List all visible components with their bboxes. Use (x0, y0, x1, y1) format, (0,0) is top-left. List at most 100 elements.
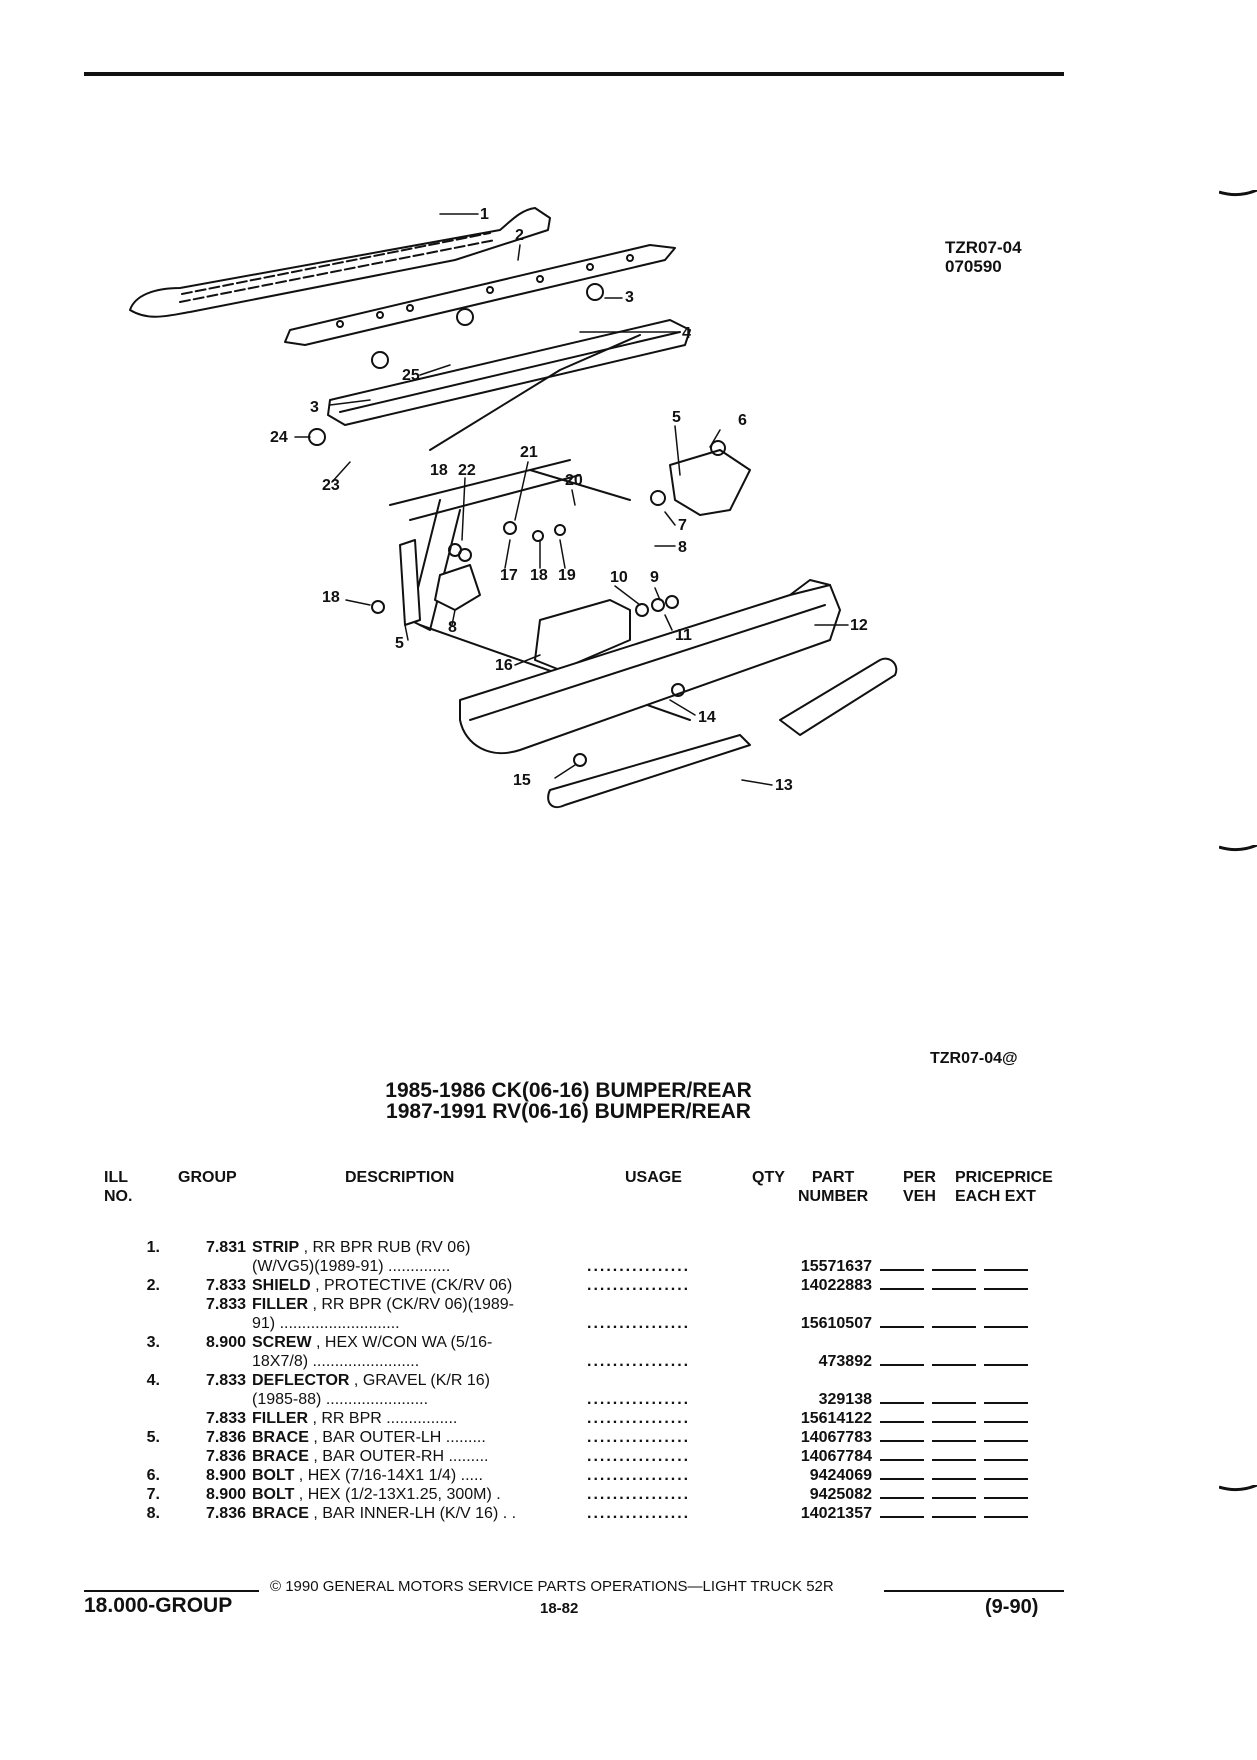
cell-ill-no: 1. (146, 1239, 160, 1256)
leader-lines (294, 213, 849, 786)
cell-description: 18X7/8) ........................ (252, 1352, 587, 1371)
diagram-svg: 1 2 3 4 5 6 7 8 9 10 11 12 13 14 15 16 1… (129, 206, 898, 809)
cell-group (166, 1257, 252, 1276)
part-detail: , BAR OUTER-RH ......... (308, 1448, 489, 1465)
price-blank-line (984, 1428, 1028, 1442)
part-name: BRACE (252, 1505, 309, 1522)
price-blank-line (932, 1504, 976, 1518)
callout-8a: 8 (678, 539, 687, 556)
cell-price-blanks (872, 1314, 1028, 1333)
part-brace-outer-rh (669, 449, 751, 516)
cell-group: 7.831 (205, 1239, 246, 1256)
part-detail: , HEX (1/2-13X1.25, 300M) . (294, 1486, 501, 1503)
cell-group (166, 1314, 252, 1333)
cell-group: 7.836 (205, 1448, 246, 1465)
price-blank-line (932, 1485, 976, 1499)
cell-usage (587, 1333, 762, 1352)
cell-usage: ................ (587, 1486, 691, 1503)
header-ill: ILL (104, 1169, 128, 1186)
price-blank-line (984, 1466, 1028, 1480)
price-blank-line (932, 1276, 976, 1290)
price-blank-line (984, 1447, 1028, 1461)
cell-price-blanks (872, 1276, 1028, 1295)
callout-8b: 8 (448, 619, 457, 636)
price-blank-line (880, 1314, 924, 1328)
cell-ill-no (100, 1447, 166, 1466)
callout-4: 4 (682, 325, 691, 342)
part-brace-inner-lh (434, 564, 481, 611)
callout-3b: 3 (310, 399, 319, 416)
part-bracket (534, 599, 631, 671)
price-blank-line (880, 1409, 924, 1423)
part-name: SCREW (252, 1334, 312, 1351)
header-group: GROUP (178, 1169, 237, 1186)
cell-ill-no: 7. (146, 1486, 160, 1503)
price-blank-line (880, 1352, 924, 1366)
cell-group: 8.900 (205, 1467, 246, 1484)
callout-17: 17 (500, 567, 518, 584)
cell-ill-no: 5. (146, 1429, 160, 1446)
cell-part-number (762, 1371, 872, 1390)
cell-part-number: 14021357 (800, 1505, 872, 1522)
cell-price-blanks (872, 1333, 1028, 1352)
cell-description: BOLT , HEX (7/16-14X1 1/4) ..... (252, 1466, 587, 1485)
cell-ill-no: 8. (146, 1505, 160, 1522)
price-blank-line (932, 1466, 976, 1480)
callout-2: 2 (515, 227, 524, 244)
cell-price-blanks (872, 1295, 1028, 1314)
price-blank-line (880, 1485, 924, 1499)
cell-usage: ................ (587, 1258, 691, 1275)
cell-usage: ................ (587, 1505, 691, 1522)
cell-price-blanks (872, 1238, 1028, 1257)
callout-3a: 3 (625, 289, 634, 306)
cell-part-number: 15571637 (800, 1258, 872, 1275)
callout-11: 11 (675, 627, 692, 644)
table-row: 91) ....................................… (100, 1314, 1028, 1333)
cell-ill-no: 4. (146, 1372, 160, 1389)
callout-21: 21 (520, 444, 538, 461)
cell-group: 7.836 (205, 1429, 246, 1446)
part-detail: , RR BPR ................ (308, 1410, 458, 1427)
part-name: BOLT (252, 1467, 295, 1484)
cell-group: 7.833 (205, 1296, 246, 1313)
page-title-block: 1985-1986 CK(06-16) BUMPER/REAR 1987-199… (0, 1080, 1257, 1122)
part-name: STRIP (252, 1239, 300, 1256)
part-name: FILLER (252, 1296, 308, 1313)
header-usage: USAGE (625, 1169, 682, 1186)
part-filler-right (779, 657, 898, 736)
cell-description: DEFLECTOR , GRAVEL (K/R 16) (252, 1371, 587, 1390)
cell-part-number: 15610507 (800, 1315, 872, 1332)
cell-group: 8.900 (205, 1334, 246, 1351)
callout-7: 7 (678, 517, 687, 534)
cell-price-blanks (872, 1371, 1028, 1390)
figure-id-block: TZR07-04 070590 (945, 238, 1022, 276)
cell-part-number: 14067783 (800, 1429, 872, 1446)
footer-rule-left (84, 1590, 259, 1592)
part-filler-left (547, 734, 751, 809)
cell-ill-no (100, 1295, 166, 1314)
price-blank-line (880, 1257, 924, 1271)
cell-description: BRACE , BAR OUTER-RH ......... (252, 1447, 587, 1466)
header-ill-no: ILL NO. (104, 1168, 132, 1206)
cell-description: BRACE , BAR OUTER-LH ......... (252, 1428, 587, 1447)
cell-description: BRACE , BAR INNER-LH (K/V 16) . . (252, 1504, 587, 1523)
cell-usage: ................ (587, 1315, 691, 1332)
price-blank-line (932, 1257, 976, 1271)
footer-date: (9-90) (985, 1596, 1039, 1618)
part-protective-shield (284, 244, 676, 346)
cell-ill-no (100, 1257, 166, 1276)
top-rule (84, 72, 1064, 76)
part-detail: , HEX W/CON WA (5/16- (311, 1334, 493, 1351)
cell-description: SHIELD , PROTECTIVE (CK/RV 06) (252, 1276, 587, 1295)
cell-usage: ................ (587, 1448, 691, 1465)
header-each-ext: EACH EXT (955, 1188, 1036, 1205)
callout-24: 24 (270, 429, 288, 446)
callout-18a: 18 (530, 567, 548, 584)
price-blank-line (880, 1504, 924, 1518)
callout-18b: 18 (430, 462, 448, 479)
